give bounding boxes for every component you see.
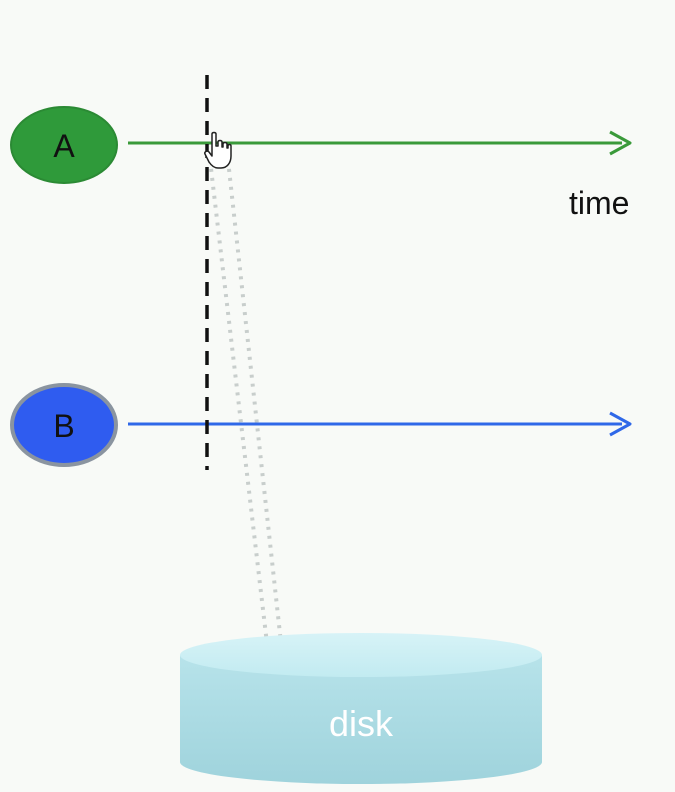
time-axis-label: time [569, 185, 629, 221]
timeline-b [128, 411, 632, 437]
disk-body [180, 655, 542, 784]
node-a: A [10, 106, 118, 184]
node-a-ellipse [10, 106, 118, 184]
hand-cursor-icon [204, 131, 232, 169]
snapshot-to-disk-arrows [208, 159, 288, 667]
timeline-a-arrowhead [609, 130, 632, 156]
timeline-b-arrowhead [609, 411, 632, 437]
disk-top [180, 633, 542, 677]
snapshot-arrow-1 [208, 159, 270, 653]
node-b-label: B [53, 408, 74, 444]
disk-label: disk [329, 703, 394, 744]
node-a-label: A [53, 128, 75, 164]
node-b: B [10, 383, 118, 467]
disk: disk [180, 633, 542, 784]
snapshot-arrow-2 [226, 159, 284, 653]
node-b-ellipse [10, 383, 118, 467]
timeline-a [128, 130, 632, 156]
